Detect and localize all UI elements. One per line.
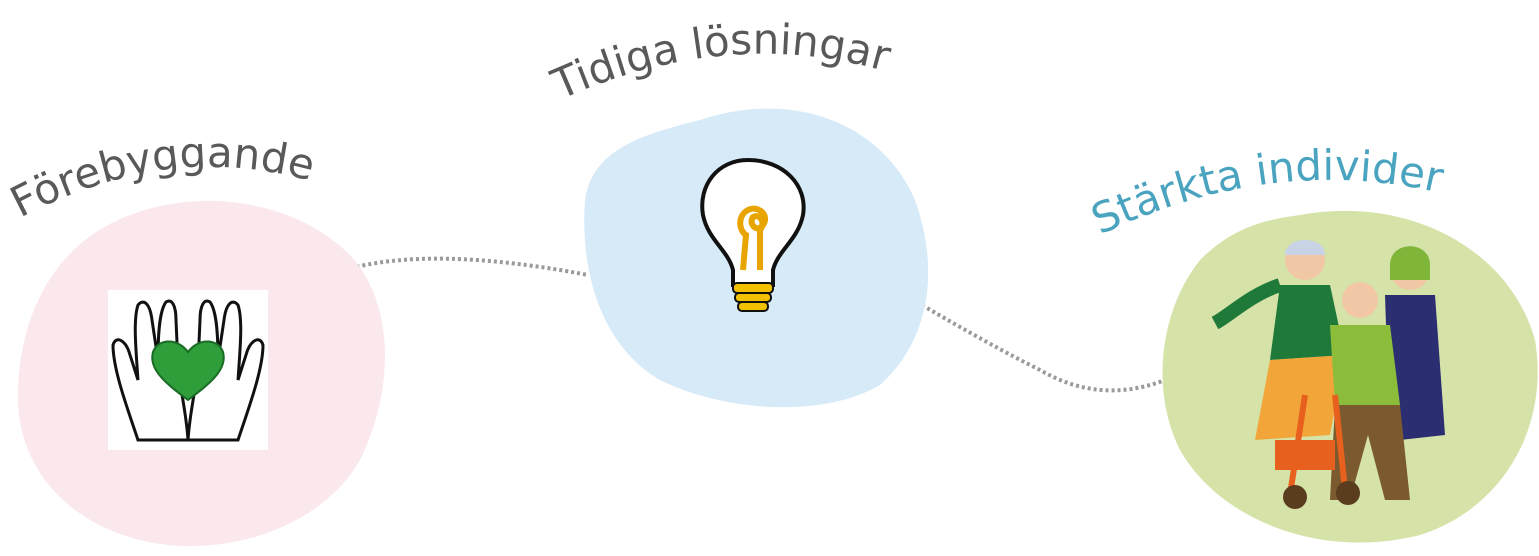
- light-bulb-icon: [700, 157, 806, 312]
- connector-1: [344, 256, 589, 277]
- connector-2: [920, 303, 1166, 393]
- hands-holding-heart-icon: [108, 290, 268, 450]
- label-early-solutions: Tidiga lösningar: [544, 15, 897, 110]
- elderly-people-walking-illustration: [1211, 240, 1445, 509]
